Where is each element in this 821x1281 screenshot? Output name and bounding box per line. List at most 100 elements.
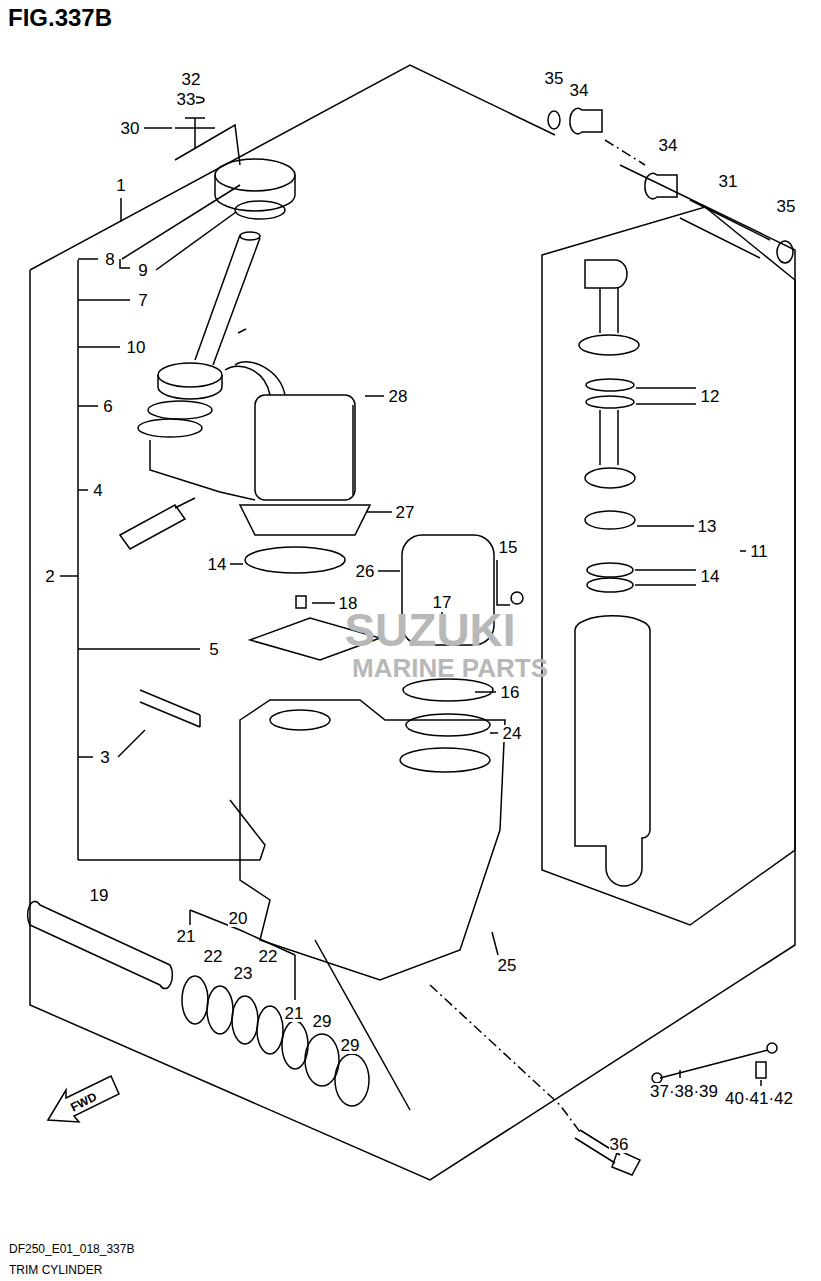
bush bbox=[645, 173, 677, 198]
port bbox=[400, 748, 490, 772]
callout-number: 29 bbox=[340, 1037, 361, 1054]
bracket bbox=[189, 910, 191, 925]
pin bbox=[680, 200, 770, 258]
snap-ring bbox=[548, 111, 560, 129]
callout-number: 23 bbox=[233, 965, 254, 982]
leader-line bbox=[78, 405, 98, 407]
leader-line bbox=[78, 756, 93, 758]
callout-number: 11 bbox=[749, 543, 769, 560]
rod-eye bbox=[585, 260, 627, 288]
seal bbox=[232, 996, 258, 1044]
wire bbox=[225, 362, 285, 395]
figure-code: DF250_E01_018_337B bbox=[8, 1243, 135, 1255]
watermark: SUZUKI bbox=[343, 607, 516, 653]
callout-number: 22 bbox=[258, 948, 279, 965]
leader-line bbox=[312, 602, 335, 604]
callout-number: 13 bbox=[697, 518, 718, 535]
center-line bbox=[605, 140, 645, 165]
motor-flange bbox=[240, 505, 370, 535]
pump-body bbox=[240, 700, 505, 980]
figure-caption: TRIM CYLINDER bbox=[8, 1264, 103, 1276]
seal bbox=[257, 1006, 283, 1054]
leader-line bbox=[118, 730, 145, 757]
leader-line bbox=[365, 395, 384, 397]
callout-number: 2 bbox=[44, 568, 55, 585]
callout-number: 29 bbox=[312, 1013, 333, 1030]
o-ring bbox=[587, 563, 633, 577]
o-ring bbox=[235, 201, 285, 219]
leader-line bbox=[150, 440, 255, 500]
callout-number: 21 bbox=[284, 1005, 305, 1022]
o-ring bbox=[403, 679, 493, 701]
o-ring bbox=[245, 547, 345, 573]
leader-line bbox=[78, 346, 120, 348]
callout-number: 14 bbox=[207, 556, 228, 573]
leader-line bbox=[78, 258, 98, 260]
callout-number: 12 bbox=[700, 388, 721, 405]
callout-number: 10 bbox=[126, 339, 147, 356]
bush bbox=[570, 108, 602, 133]
bracket bbox=[77, 260, 79, 860]
leader-line bbox=[679, 1070, 681, 1078]
callout-number: 25 bbox=[497, 957, 518, 974]
snap-ring bbox=[777, 241, 793, 263]
seal bbox=[207, 986, 233, 1034]
callout-number: 26 bbox=[355, 563, 376, 580]
tube bbox=[240, 232, 260, 240]
callout-number: 21 bbox=[176, 928, 197, 945]
leader-line bbox=[490, 732, 498, 734]
leader-line bbox=[475, 691, 496, 693]
rod bbox=[600, 410, 618, 465]
cap bbox=[406, 714, 490, 736]
washer bbox=[335, 1054, 369, 1106]
cap bbox=[215, 159, 295, 191]
piston bbox=[158, 363, 222, 387]
fitting bbox=[175, 118, 215, 148]
callout-number: 8 bbox=[104, 251, 115, 268]
o-ring bbox=[138, 419, 202, 437]
callout-number: 22 bbox=[203, 948, 224, 965]
leader-line bbox=[760, 1080, 762, 1086]
leader-line bbox=[635, 569, 696, 571]
leader-line bbox=[175, 125, 240, 165]
callout-number: 32 bbox=[181, 71, 202, 88]
callout-number: 33 bbox=[176, 91, 197, 108]
leader-line bbox=[230, 563, 243, 565]
bracket bbox=[294, 955, 296, 1000]
valve bbox=[120, 498, 195, 549]
leader-line bbox=[497, 560, 510, 605]
bush bbox=[182, 976, 208, 1024]
screw bbox=[296, 596, 306, 608]
rod-guide bbox=[579, 335, 639, 355]
bracket bbox=[120, 259, 130, 268]
leader-line bbox=[636, 403, 696, 405]
callout-number: 3 bbox=[99, 749, 110, 766]
leader-line bbox=[60, 575, 78, 577]
pin bbox=[238, 329, 246, 333]
bolt bbox=[352, 405, 354, 495]
piston bbox=[585, 468, 635, 488]
callout-number: 16 bbox=[500, 684, 521, 701]
leader-line bbox=[637, 525, 694, 527]
leader-line bbox=[78, 648, 200, 650]
o-ring bbox=[587, 578, 633, 592]
callout-number: 4 bbox=[92, 482, 103, 499]
callout-number: 30 bbox=[120, 120, 141, 137]
callout-number: 31 bbox=[718, 173, 739, 190]
forward-arrow bbox=[48, 1076, 119, 1122]
group-outline bbox=[30, 65, 555, 270]
subgroup-outline bbox=[542, 207, 795, 925]
callout-number: 34 bbox=[658, 137, 679, 154]
washer bbox=[305, 1034, 339, 1086]
callout-number: 27 bbox=[395, 504, 416, 521]
o-ring bbox=[148, 401, 212, 419]
callout-number: 7 bbox=[137, 292, 148, 309]
terminal bbox=[652, 1073, 662, 1083]
leader-line bbox=[366, 511, 392, 513]
callout-number: 35 bbox=[776, 198, 797, 215]
callout-number: 20 bbox=[228, 910, 249, 927]
callout-number: 6 bbox=[102, 398, 113, 415]
rod bbox=[600, 288, 618, 333]
leader-line bbox=[156, 212, 236, 270]
